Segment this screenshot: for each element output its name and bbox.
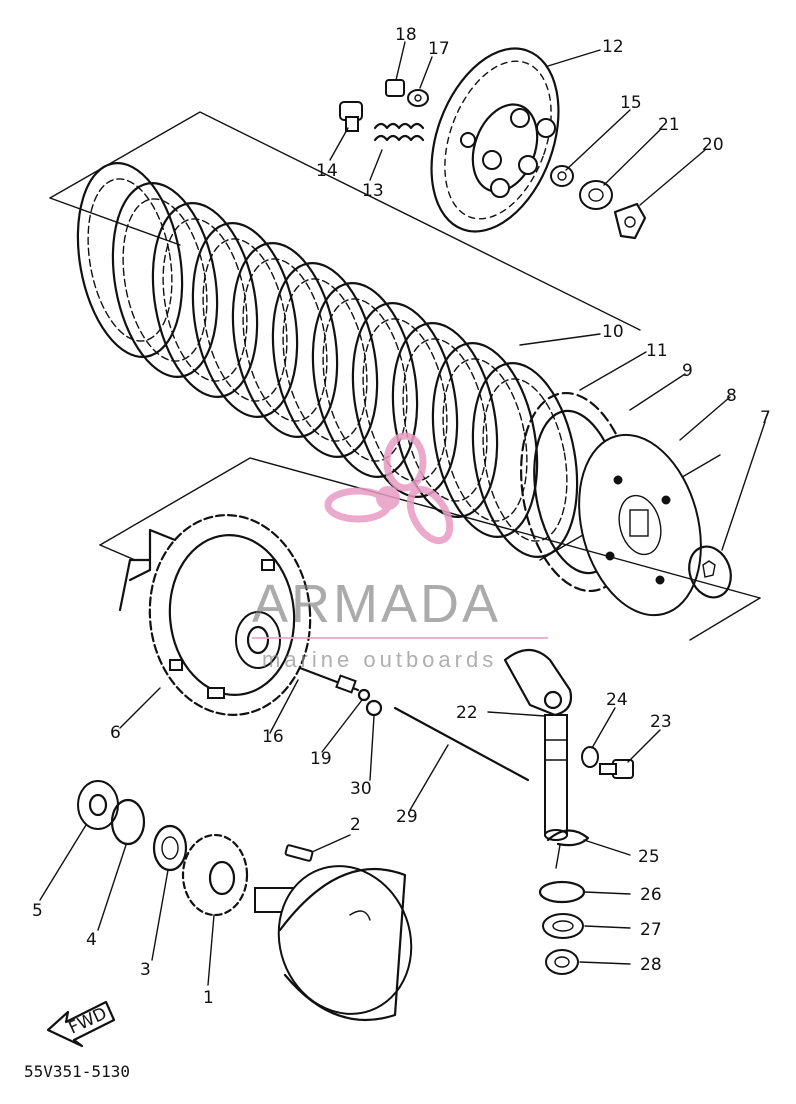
- part-label-9: 9: [682, 361, 693, 381]
- nut-18: [385, 79, 405, 97]
- primary-drive-gear-1: [181, 833, 249, 917]
- part-label-8: 8: [726, 386, 737, 406]
- washer-24: [581, 746, 599, 768]
- part-label-30: 30: [350, 779, 372, 799]
- lock-washer-20: [613, 202, 647, 240]
- clutch-housing: [118, 514, 312, 716]
- part-label-19: 19: [310, 749, 332, 769]
- part-label-11: 11: [646, 341, 668, 361]
- part-label-21: 21: [658, 115, 680, 135]
- washer-3: [152, 824, 188, 872]
- watermark-subtitle: marine outboards: [262, 647, 497, 672]
- housing-outline: [99, 457, 761, 641]
- fwd-arrow-icon: FWD: [46, 1000, 116, 1048]
- leader-lines: [39, 41, 766, 986]
- part-label-29: 29: [396, 807, 418, 827]
- part-label-24: 24: [606, 690, 628, 710]
- watermark-title: ARMADA: [252, 574, 501, 634]
- part-label-4: 4: [86, 930, 97, 950]
- pressure-plate: [430, 47, 560, 233]
- part-label-13: 13: [362, 181, 384, 201]
- part-labels: 1 2 3 4 5 6 7 8 9 10 11 12 13 14 15 16 1…: [32, 25, 771, 1008]
- part-label-3: 3: [140, 960, 151, 980]
- part-label-15: 15: [620, 93, 642, 113]
- part-label-5: 5: [32, 901, 43, 921]
- bolt-14: [339, 101, 363, 132]
- part-label-28: 28: [640, 955, 662, 975]
- push-rod-16: [298, 666, 360, 694]
- part-label-26: 26: [640, 885, 662, 905]
- oil-seal-27: [542, 913, 584, 939]
- nut-15: [550, 165, 574, 187]
- part-label-12: 12: [602, 37, 624, 57]
- bearing-21: [579, 180, 613, 210]
- part-label-25: 25: [638, 847, 660, 867]
- part-label-27: 27: [640, 920, 662, 940]
- push-rod-29: [393, 706, 530, 782]
- part-label-2: 2: [350, 815, 361, 835]
- watermark-logo-icon: [324, 432, 454, 545]
- part-label-20: 20: [702, 135, 724, 155]
- drawing-code: 55V351-5130: [24, 1062, 130, 1081]
- part-label-1: 1: [203, 988, 214, 1008]
- washer-17: [407, 89, 429, 107]
- part-label-7: 7: [760, 408, 771, 428]
- part-label-6: 6: [110, 723, 121, 743]
- ball-30: [365, 699, 383, 717]
- part-label-10: 10: [602, 322, 624, 342]
- spring-25: [546, 829, 590, 869]
- part-label-16: 16: [262, 727, 284, 747]
- part-label-17: 17: [428, 39, 450, 59]
- part-label-18: 18: [395, 25, 417, 45]
- ball-19: [357, 688, 371, 702]
- primary-plate: [578, 433, 702, 617]
- crankshaft: [254, 865, 413, 1022]
- watermark: ARMADA marine outboards: [252, 432, 548, 672]
- part-label-22: 22: [456, 703, 478, 723]
- push-lever-22: [503, 648, 573, 841]
- nut-5: [77, 780, 119, 830]
- key-2: [284, 844, 314, 862]
- circlip-26: [538, 880, 586, 904]
- spring-13: [373, 122, 425, 142]
- bearing-28: [545, 949, 579, 975]
- lock-washer-4: [110, 798, 146, 846]
- bolt-23: [599, 759, 634, 779]
- part-label-23: 23: [650, 712, 672, 732]
- part-label-14: 14: [316, 161, 338, 181]
